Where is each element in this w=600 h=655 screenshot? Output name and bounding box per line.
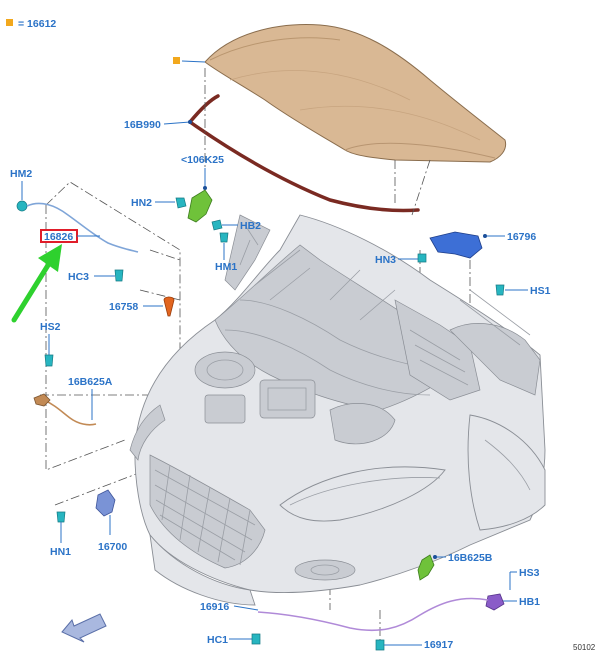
label-HC1: HC1 xyxy=(207,634,228,646)
label-HM1: HM1 xyxy=(215,261,237,273)
dot-106K25 xyxy=(203,186,207,190)
clip-HN3 xyxy=(417,253,427,263)
label-HS1: HS1 xyxy=(530,285,551,297)
hood-prop-cable xyxy=(26,202,139,253)
bracket-16B625B xyxy=(417,554,435,581)
label-HM2: HM2 xyxy=(10,168,32,180)
latch-lock-HB1 xyxy=(485,593,505,611)
label-HB2: HB2 xyxy=(240,220,261,232)
grille-mesh xyxy=(154,464,256,566)
label-106K25: <106K25 xyxy=(181,154,224,166)
vehicle-front-structure xyxy=(129,214,546,606)
bumper-16758 xyxy=(163,296,175,317)
highlight-arrow xyxy=(11,244,62,323)
latch-cable-16B625A xyxy=(43,399,97,426)
clip-HM2 xyxy=(16,200,28,212)
clip-HS2 xyxy=(44,354,54,367)
leader-16916 xyxy=(233,605,259,611)
legend-text: = 16612 xyxy=(18,18,56,30)
label-16700: 16700 xyxy=(98,541,127,553)
leader-16B990 xyxy=(163,121,191,125)
label-HS3: HS3 xyxy=(519,567,540,579)
hood-panel xyxy=(204,24,507,163)
clip-HB2 xyxy=(211,219,223,231)
hood-legend-marker xyxy=(173,57,180,64)
hinge-16796 xyxy=(429,231,483,259)
dot-16796 xyxy=(483,234,487,238)
clip-HM1 xyxy=(219,232,229,243)
label-16758: 16758 xyxy=(109,301,138,313)
label-16B990: 16B990 xyxy=(124,119,161,131)
latch-handle-16B625A xyxy=(33,393,51,407)
clip-HN1 xyxy=(56,511,66,523)
label-HB1: HB1 xyxy=(519,596,540,608)
dot-16B625B xyxy=(433,555,437,559)
bracket-106K25 xyxy=(187,189,213,223)
clip-16917 xyxy=(375,639,385,651)
label-HN3: HN3 xyxy=(375,254,396,266)
reference-number: 50102 xyxy=(573,643,596,652)
label-HS2: HS2 xyxy=(40,321,61,333)
label-HC3: HC3 xyxy=(68,271,89,283)
orientation-arrow xyxy=(61,613,107,643)
label-16796: 16796 xyxy=(507,231,536,243)
legend-marker xyxy=(6,19,13,26)
label-16917: 16917 xyxy=(424,639,453,651)
clip-HC3 xyxy=(114,269,124,282)
label-16826: 16826 xyxy=(44,231,73,243)
label-16B625B: 16B625B xyxy=(448,552,493,564)
clip-HC1 xyxy=(251,633,261,645)
hood-leader xyxy=(181,60,206,63)
label-HN1: HN1 xyxy=(50,546,71,558)
release-cable-16916 xyxy=(257,597,489,632)
dot-16B990 xyxy=(188,120,192,124)
clip-HS1 xyxy=(495,284,505,296)
clip-HN2 xyxy=(175,197,187,209)
label-16B625A: 16B625A xyxy=(68,376,113,388)
label-HN2: HN2 xyxy=(131,197,152,209)
label-16916: 16916 xyxy=(200,601,229,613)
latch-16700 xyxy=(95,489,116,517)
